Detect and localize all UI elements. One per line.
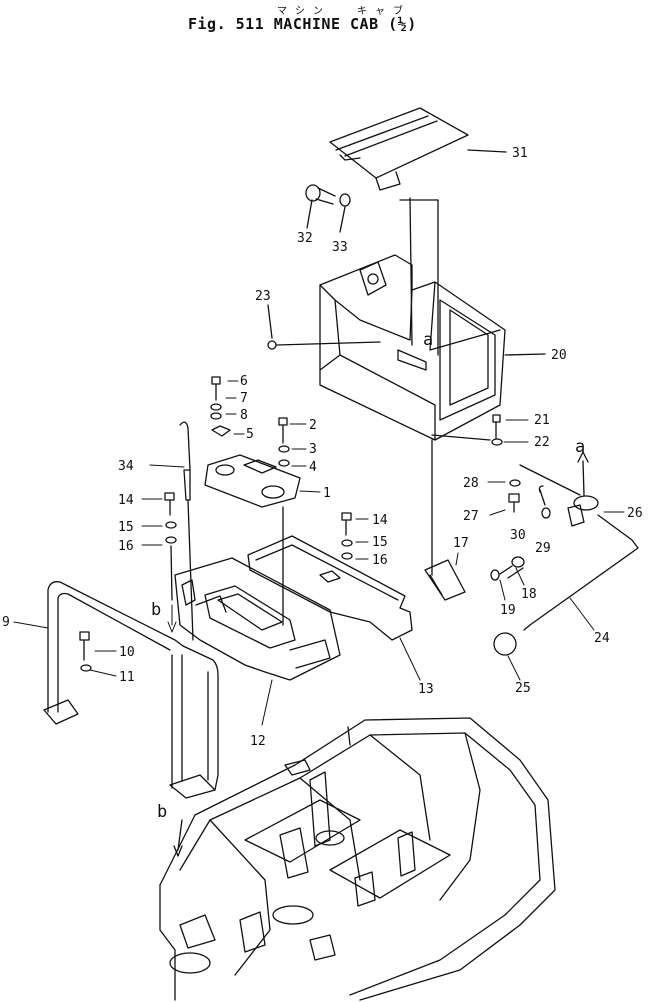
callout-18: 18: [521, 587, 537, 602]
callout-15-left: 15: [118, 520, 134, 535]
figure-title: Fig. 511 MACHINE CAB (½): [188, 15, 417, 33]
callout-12: 12: [250, 734, 266, 749]
console-base-part: [174, 557, 341, 681]
callout-17: 17: [453, 536, 469, 551]
japanese-caption-machine: マ シ ン: [277, 6, 325, 17]
callout-30: 30: [510, 528, 526, 543]
bolt-10-part: [79, 631, 92, 672]
rod-34-part: [179, 421, 194, 641]
callout-6: 6: [240, 374, 248, 389]
callout-34: 34: [118, 459, 134, 474]
knob-25-part: [493, 632, 517, 656]
callout-23: 23: [255, 289, 271, 304]
callout-labels: 31 32 33 23 20 6 7 8 5 2 3 4 1 21 22 34 …: [2, 146, 643, 749]
callout-32: 32: [297, 231, 313, 246]
cover-plate-part: [329, 107, 507, 191]
callout-16-left: 16: [118, 539, 134, 554]
callout-14-left: 14: [118, 493, 134, 508]
callout-25: 25: [515, 681, 531, 696]
callout-13: 13: [418, 682, 434, 697]
callout-33: 33: [332, 240, 348, 255]
callout-3: 3: [309, 442, 317, 457]
bolt-6-part: [210, 376, 231, 437]
ref-mark-b-lower: b: [157, 802, 167, 822]
hinge-26-part: [519, 451, 599, 527]
figure-header: マ シ ン キ ャ ブ Fig. 511 MACHINE CAB (½): [0, 0, 649, 40]
bracket-17-part: [424, 559, 466, 601]
callout-2: 2: [309, 418, 317, 433]
ref-mark-a-right: a: [575, 437, 585, 457]
bolt-32-part: [305, 184, 336, 229]
rod-24-part: [523, 514, 639, 631]
callout-14-right: 14: [372, 513, 388, 528]
callout-24: 24: [594, 631, 610, 646]
bolt-14-right-part: [341, 512, 353, 560]
main-frame-part: [159, 717, 556, 1001]
bolt-21-part: [431, 414, 503, 576]
callout-22: 22: [534, 435, 550, 450]
ref-mark-a-top: a: [423, 330, 433, 350]
callout-27: 27: [463, 509, 479, 524]
callout-20: 20: [551, 348, 567, 363]
callout-29: 29: [535, 541, 551, 556]
leader-lines: [13, 380, 625, 726]
reference-marks: a a b b: [151, 330, 585, 822]
handrail-part: [43, 581, 219, 799]
bolt-14-left-part: [164, 492, 177, 601]
callout-11: 11: [119, 670, 135, 685]
callout-26: 26: [627, 506, 643, 521]
callout-8: 8: [240, 408, 248, 423]
callout-15-right: 15: [372, 535, 388, 550]
bolt-2-part: [278, 417, 290, 467]
bolt-18-part: [490, 556, 525, 581]
callout-31: 31: [512, 146, 528, 161]
callout-10: 10: [119, 645, 135, 660]
floor-cover-part: [204, 454, 301, 626]
seat-stand-part: [319, 197, 546, 441]
callout-28: 28: [463, 476, 479, 491]
callout-1: 1: [323, 486, 331, 501]
callout-9: 9: [2, 615, 10, 630]
ref-mark-b-upper: b: [151, 600, 161, 620]
nut-23-part: [267, 304, 381, 350]
floor-plate-part: [247, 535, 413, 641]
washer-33-part: [339, 193, 351, 233]
bolt-27-part: [508, 479, 521, 513]
callout-5: 5: [246, 427, 254, 442]
callout-4: 4: [309, 460, 317, 475]
japanese-caption-cab: キ ャ ブ: [357, 6, 405, 17]
callout-19: 19: [500, 603, 516, 618]
callout-16-right: 16: [372, 553, 388, 568]
callout-21: 21: [534, 413, 550, 428]
callout-7: 7: [240, 391, 248, 406]
